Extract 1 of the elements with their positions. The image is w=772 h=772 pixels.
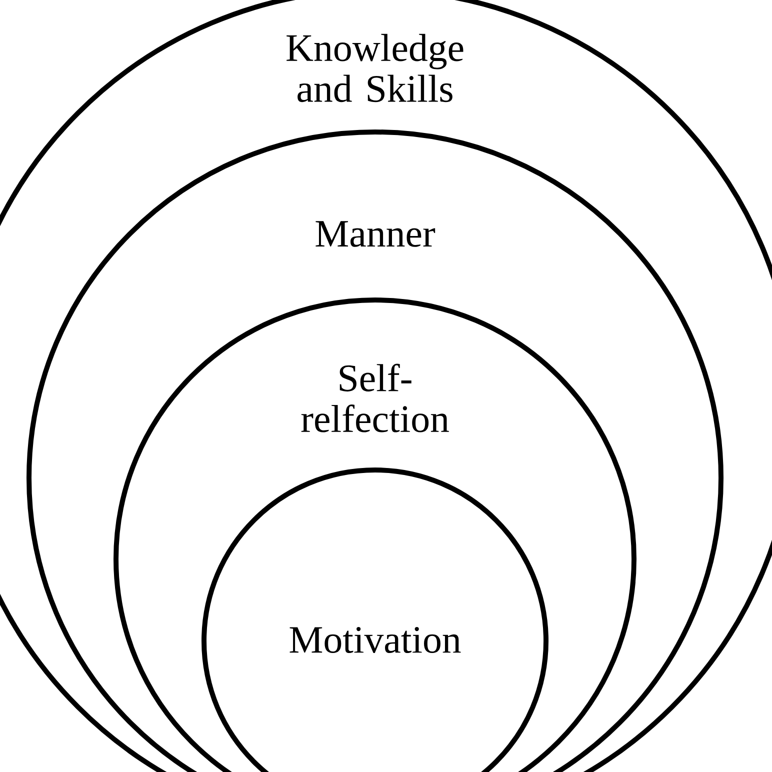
circle-band: Motivation — [202, 468, 548, 772]
